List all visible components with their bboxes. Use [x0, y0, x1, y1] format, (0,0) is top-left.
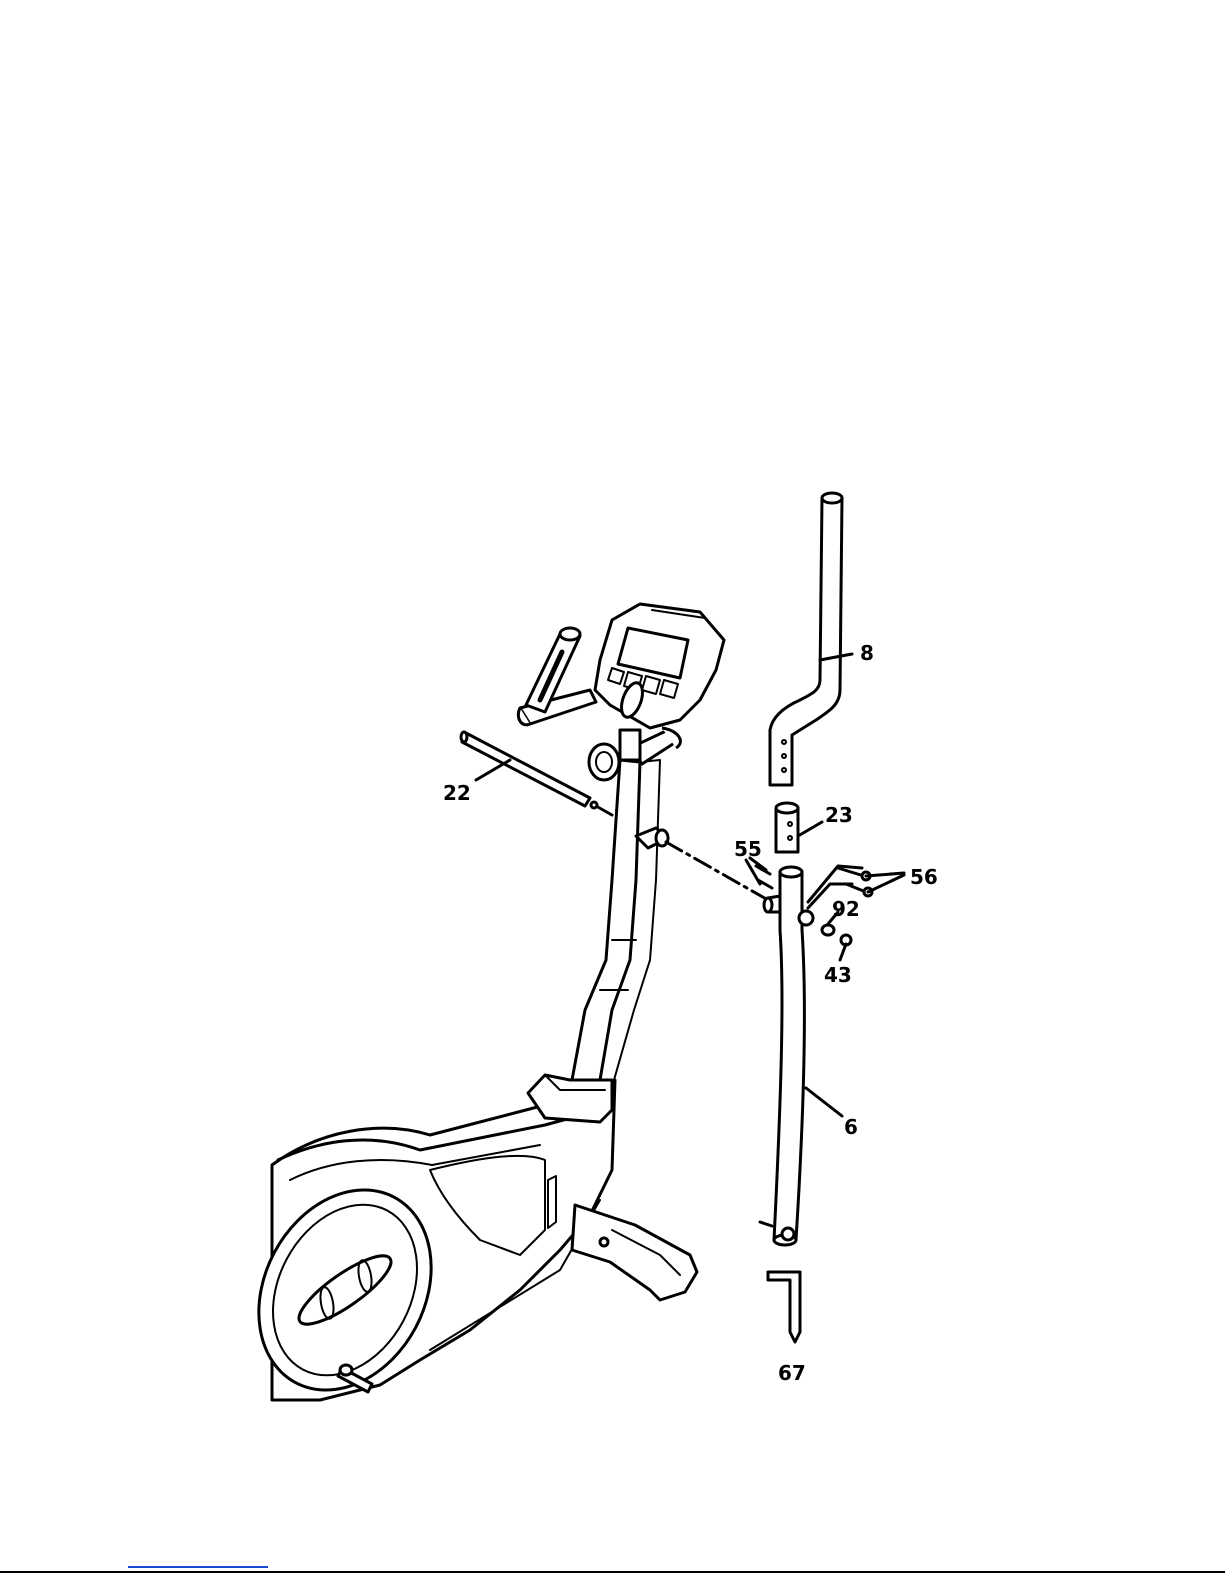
callout-92: 92: [832, 897, 860, 921]
console-assembly: [518, 604, 724, 780]
callout-56: 56: [910, 865, 938, 889]
upright-column: [572, 760, 660, 1080]
footer-link-underline[interactable]: [128, 1566, 268, 1568]
footer-rule: [0, 1571, 1225, 1573]
upper-arm-part-8: [770, 493, 842, 785]
lower-arm-part-6: [760, 867, 813, 1245]
callout-55: 55: [734, 837, 762, 861]
callout-6: 6: [844, 1115, 858, 1139]
callout-43: 43: [824, 963, 852, 987]
leader-lines: [476, 654, 904, 1116]
callout-23: 23: [825, 803, 853, 827]
callout-22: 22: [443, 781, 471, 805]
sleeve-part-23: [776, 803, 798, 852]
callout-67: 67: [778, 1361, 806, 1385]
allen-wrench-part-67: [768, 1272, 800, 1342]
trainer-frame: [225, 1075, 697, 1420]
callout-8: 8: [860, 641, 874, 665]
